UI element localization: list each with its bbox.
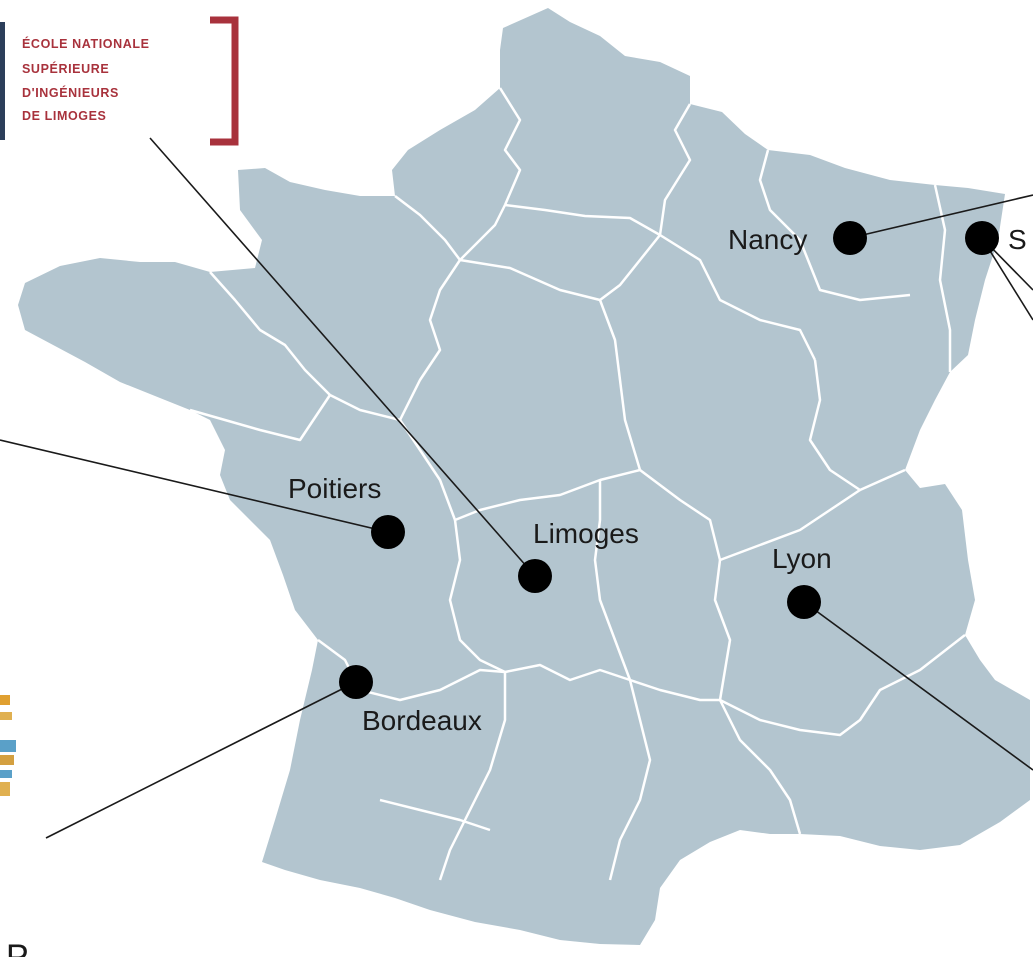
- logo-line-4: DE LIMOGES: [22, 109, 106, 123]
- city-dot-limoges[interactable]: [518, 559, 552, 593]
- leader-line-logo-limoges: [149, 137, 536, 577]
- city-dot-lyon[interactable]: [787, 585, 821, 619]
- city-label-strasbourg: S: [1008, 224, 1027, 255]
- city-dot-nancy[interactable]: [833, 221, 867, 255]
- partial-letter-bottom-left: P: [6, 938, 29, 957]
- city-dot-poitiers[interactable]: [371, 515, 405, 549]
- city-labels: Nancy S Poitiers Limoges Lyon Bordeaux: [288, 224, 1027, 736]
- city-dot-bordeaux[interactable]: [339, 665, 373, 699]
- leader-line-nancy: [849, 194, 1033, 239]
- leader-line-bordeaux: [45, 681, 357, 839]
- ensil-logo: ÉCOLE NATIONALE SUPÉRIEURE D'INGÉNIEURS …: [0, 16, 239, 146]
- region-borders: [189, 87, 966, 881]
- city-label-bordeaux: Bordeaux: [362, 705, 482, 736]
- leader-line-lyon: [803, 601, 1033, 771]
- city-label-lyon: Lyon: [772, 543, 832, 574]
- city-dots: [339, 221, 999, 699]
- city-dot-strasbourg[interactable]: [965, 221, 999, 255]
- leader-line-poitiers: [0, 439, 389, 533]
- logo-bracket: [210, 16, 239, 146]
- city-label-limoges: Limoges: [533, 518, 639, 549]
- leader-lines: [0, 137, 1033, 839]
- city-label-nancy: Nancy: [728, 224, 807, 255]
- partial-logo-edge: [0, 695, 16, 796]
- logo-line-1: ÉCOLE NATIONALE: [22, 36, 150, 51]
- logo-line-2: SUPÉRIEURE: [22, 61, 109, 76]
- logo-left-bar: [0, 22, 5, 140]
- france-outline: [18, 8, 1030, 945]
- logo-line-3: D'INGÉNIEURS: [22, 85, 119, 100]
- city-label-poitiers: Poitiers: [288, 473, 381, 504]
